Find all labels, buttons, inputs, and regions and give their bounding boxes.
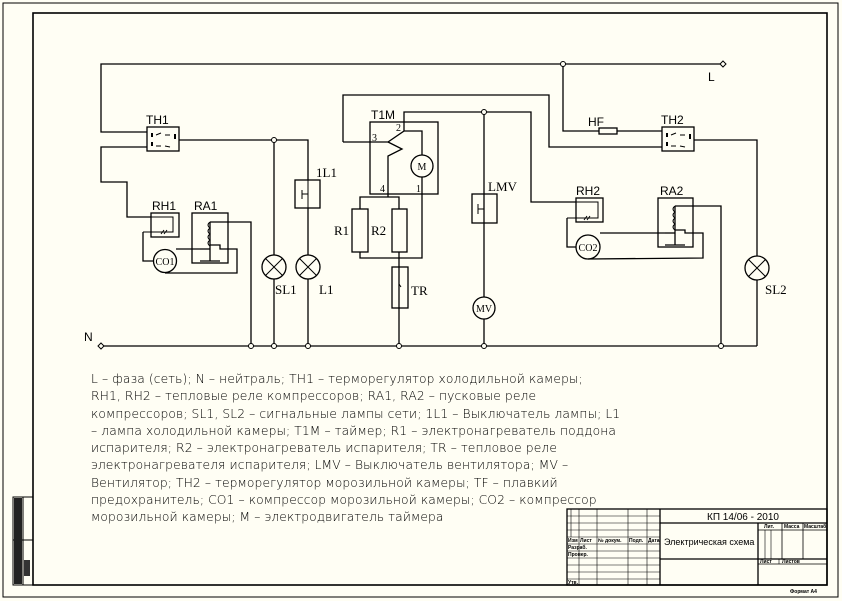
component-labels: L N TH1 TH2 RH1 RA1 RH2 RA2 HF CO1 CO2 S… — [84, 70, 787, 344]
legend-line: компрессоров; SL1, SL2 – сигнальные ламп… — [91, 406, 621, 421]
label-ra1: RA1 — [194, 199, 218, 213]
tb-mass: Масса — [784, 524, 800, 530]
label-co2: CO2 — [579, 243, 598, 254]
label-lmv: LMV — [488, 179, 518, 194]
thermostat-th2 — [661, 126, 695, 152]
label-r1: R1 — [334, 223, 349, 238]
label-1l1: 1L1 — [316, 165, 337, 180]
lamp-sl2 — [744, 255, 770, 281]
thermal-relay-rh1 — [143, 212, 180, 238]
legend-text: L – фаза (сеть); N – нейтраль; TH1 – тер… — [91, 371, 771, 527]
label-L: L — [708, 70, 715, 84]
label-sl1: SL1 — [275, 282, 297, 297]
legend-line: L – фаза (сеть); N – нейтраль; TH1 – тер… — [91, 372, 583, 386]
lamp-l1 — [295, 254, 321, 280]
tb-lit: Лит. — [764, 524, 775, 530]
doc-title: Электрическая схема — [664, 537, 754, 547]
lamp-sl1 — [261, 254, 287, 280]
legend-line: предохранитель; CO1 – компрессор морозил… — [91, 493, 597, 508]
tb-doc-no: № докум. — [598, 538, 622, 544]
switch-1l1 — [294, 179, 321, 209]
label-ra2: RA2 — [660, 184, 684, 198]
switch-lmv — [471, 193, 498, 224]
timer-t1m — [369, 121, 439, 195]
tb-list: Лист — [580, 538, 592, 544]
tb-developed: Разраб. — [568, 544, 588, 551]
label-l1: L1 — [319, 282, 333, 297]
tb-format: Формат А4 — [790, 589, 817, 595]
label-N: N — [84, 330, 93, 344]
legend-line: Вентилятор; TH2 – терморегулятор морозил… — [91, 475, 558, 490]
tb-checked: Провер. — [568, 552, 589, 558]
legend-line: испарителя; R2 – электронагреватель испа… — [91, 441, 557, 456]
terminal-L — [719, 60, 727, 68]
fan-motor-mv — [472, 296, 496, 320]
label-t1m: T1M — [371, 108, 395, 122]
compressor-co2 — [575, 234, 601, 260]
side-stamp — [12, 496, 34, 586]
junction-nodes — [97, 60, 727, 350]
legend-line: электронагревателя испарителя; LMV – Вык… — [91, 458, 569, 473]
tb-sign: Подп. — [629, 538, 644, 544]
tb-izm: Изм — [568, 538, 578, 544]
compressor-co1 — [152, 248, 178, 274]
thermal-relay-tr — [391, 266, 409, 309]
terminal-N — [97, 342, 105, 350]
start-relay-ra1 — [191, 212, 229, 264]
label-pin3: 3 — [372, 133, 377, 144]
label-rh2: RH2 — [576, 184, 600, 198]
label-m: M — [418, 162, 427, 173]
start-relay-ra2 — [657, 197, 694, 248]
label-rh1: RH1 — [152, 199, 176, 213]
legend-line: – лампа холодильной камеры; T1M – таймер… — [91, 423, 617, 438]
title-block: КП 14/06 - 2010 Электрическая схема Лит.… — [566, 508, 828, 595]
legend-line: RH1, RH2 – тепловые реле компрессоров; R… — [91, 389, 537, 404]
heater-r1 — [351, 208, 369, 253]
label-pin4: 4 — [380, 184, 385, 195]
doc-code: КП 14/06 - 2010 — [707, 512, 779, 523]
label-tr: TR — [411, 283, 428, 298]
tb-approved: Утв. — [568, 580, 579, 586]
label-co1: CO1 — [156, 257, 175, 268]
heater-r2 — [391, 208, 408, 253]
tb-sheet: Лист — [760, 559, 772, 565]
label-pin2: 2 — [396, 123, 401, 134]
label-sl2: SL2 — [765, 282, 787, 297]
tb-sheets: Листов — [782, 559, 800, 565]
label-mv: MV — [476, 304, 493, 315]
timer-motor-m — [410, 154, 434, 178]
legend-line: морозильной камеры; M – электродвигатель… — [91, 510, 444, 525]
thermal-relay-rh2 — [567, 197, 604, 223]
label-th2: TH2 — [661, 113, 684, 127]
tb-date: Дата — [648, 538, 660, 544]
label-r2: R2 — [371, 223, 386, 238]
tb-scale: Масштаб — [804, 523, 826, 530]
label-hf: HF — [588, 115, 604, 129]
label-th1: TH1 — [146, 113, 169, 127]
thermostat-th1 — [146, 126, 180, 152]
fuse-hf — [598, 127, 618, 135]
drawing-frame — [32, 12, 828, 586]
label-pin1: 1 — [416, 184, 421, 195]
